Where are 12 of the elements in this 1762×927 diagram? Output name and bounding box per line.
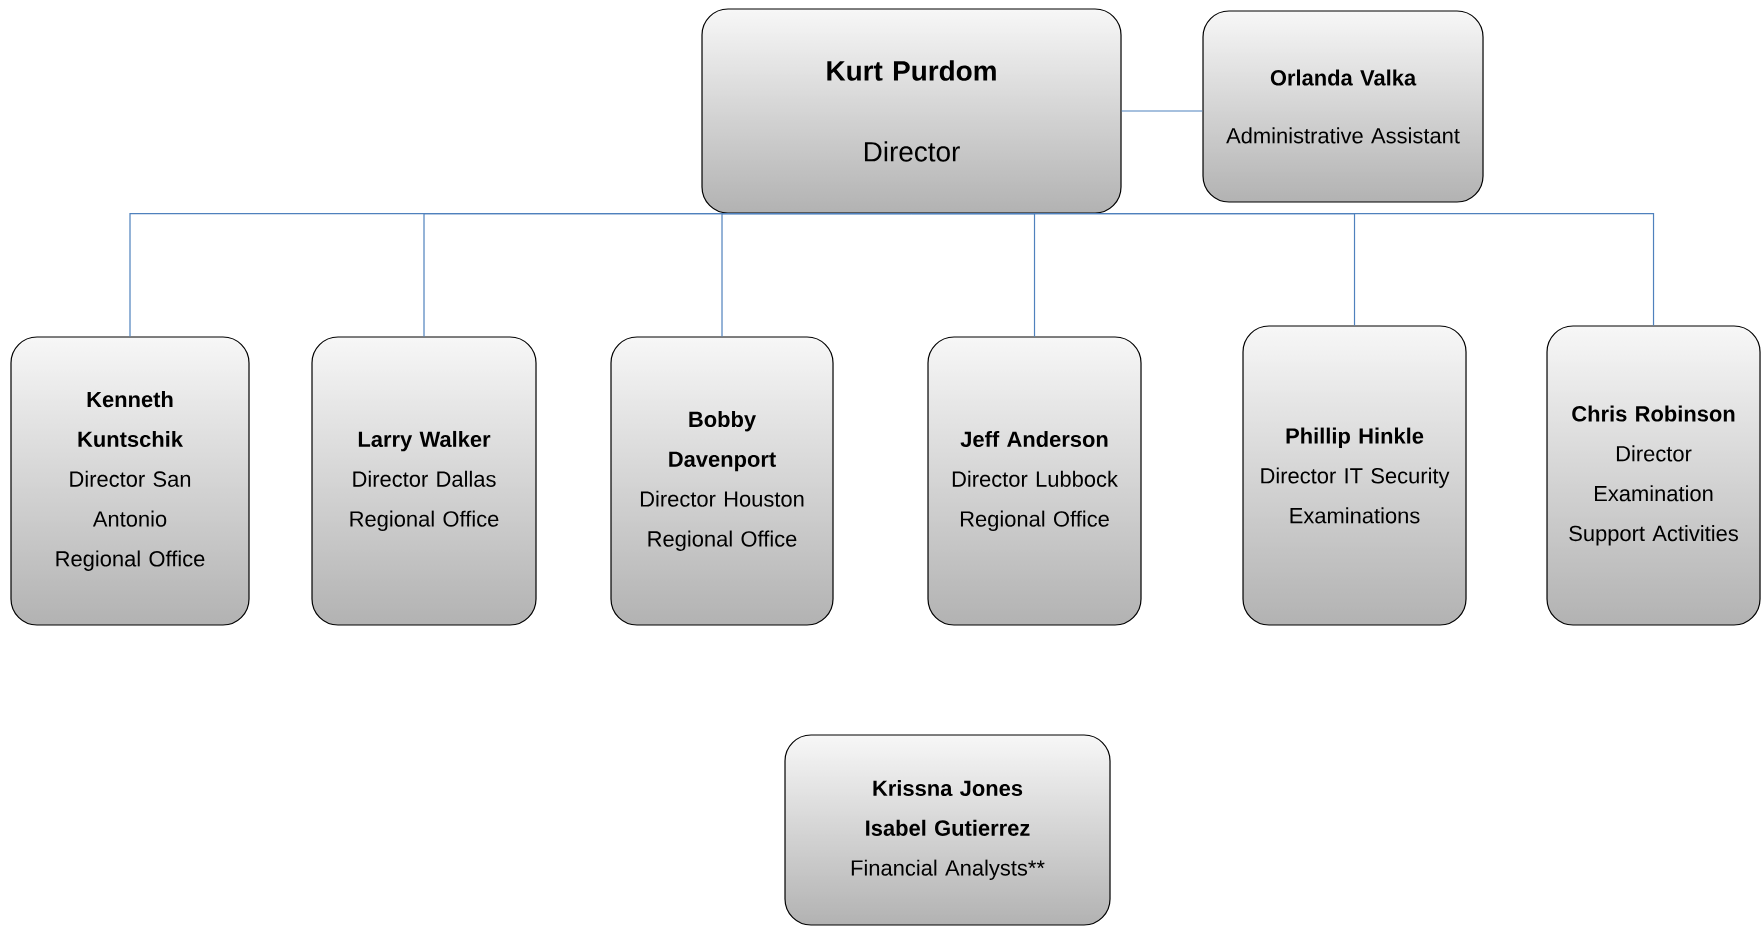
connector-line — [1121, 110, 1203, 112]
person-box: Chris Robinson Director Examination Support Activities — [1546, 325, 1761, 626]
person-box: Jeff Anderson Director Lubbock Regional Office — [927, 336, 1142, 626]
connector-line — [910, 213, 1655, 326]
person-box: Larry Walker Director Dallas Regional Office — [311, 336, 537, 626]
person-box: Kurt Purdom Director — [701, 8, 1122, 214]
person-box: Krissna Jones Isabel Gutierrez Financial Analysts** — [784, 734, 1111, 926]
person-box: Phillip Hinkle Director IT Security Examinations — [1242, 325, 1467, 626]
person-box: Orlanda Valka Administrative Assistant — [1202, 10, 1484, 203]
connector-line — [721, 213, 913, 337]
person-box: Kenneth Kuntschik Director San Antonio Regional Office — [10, 336, 250, 626]
person-box: Bobby Davenport Director Houston Regional Office — [610, 336, 834, 626]
